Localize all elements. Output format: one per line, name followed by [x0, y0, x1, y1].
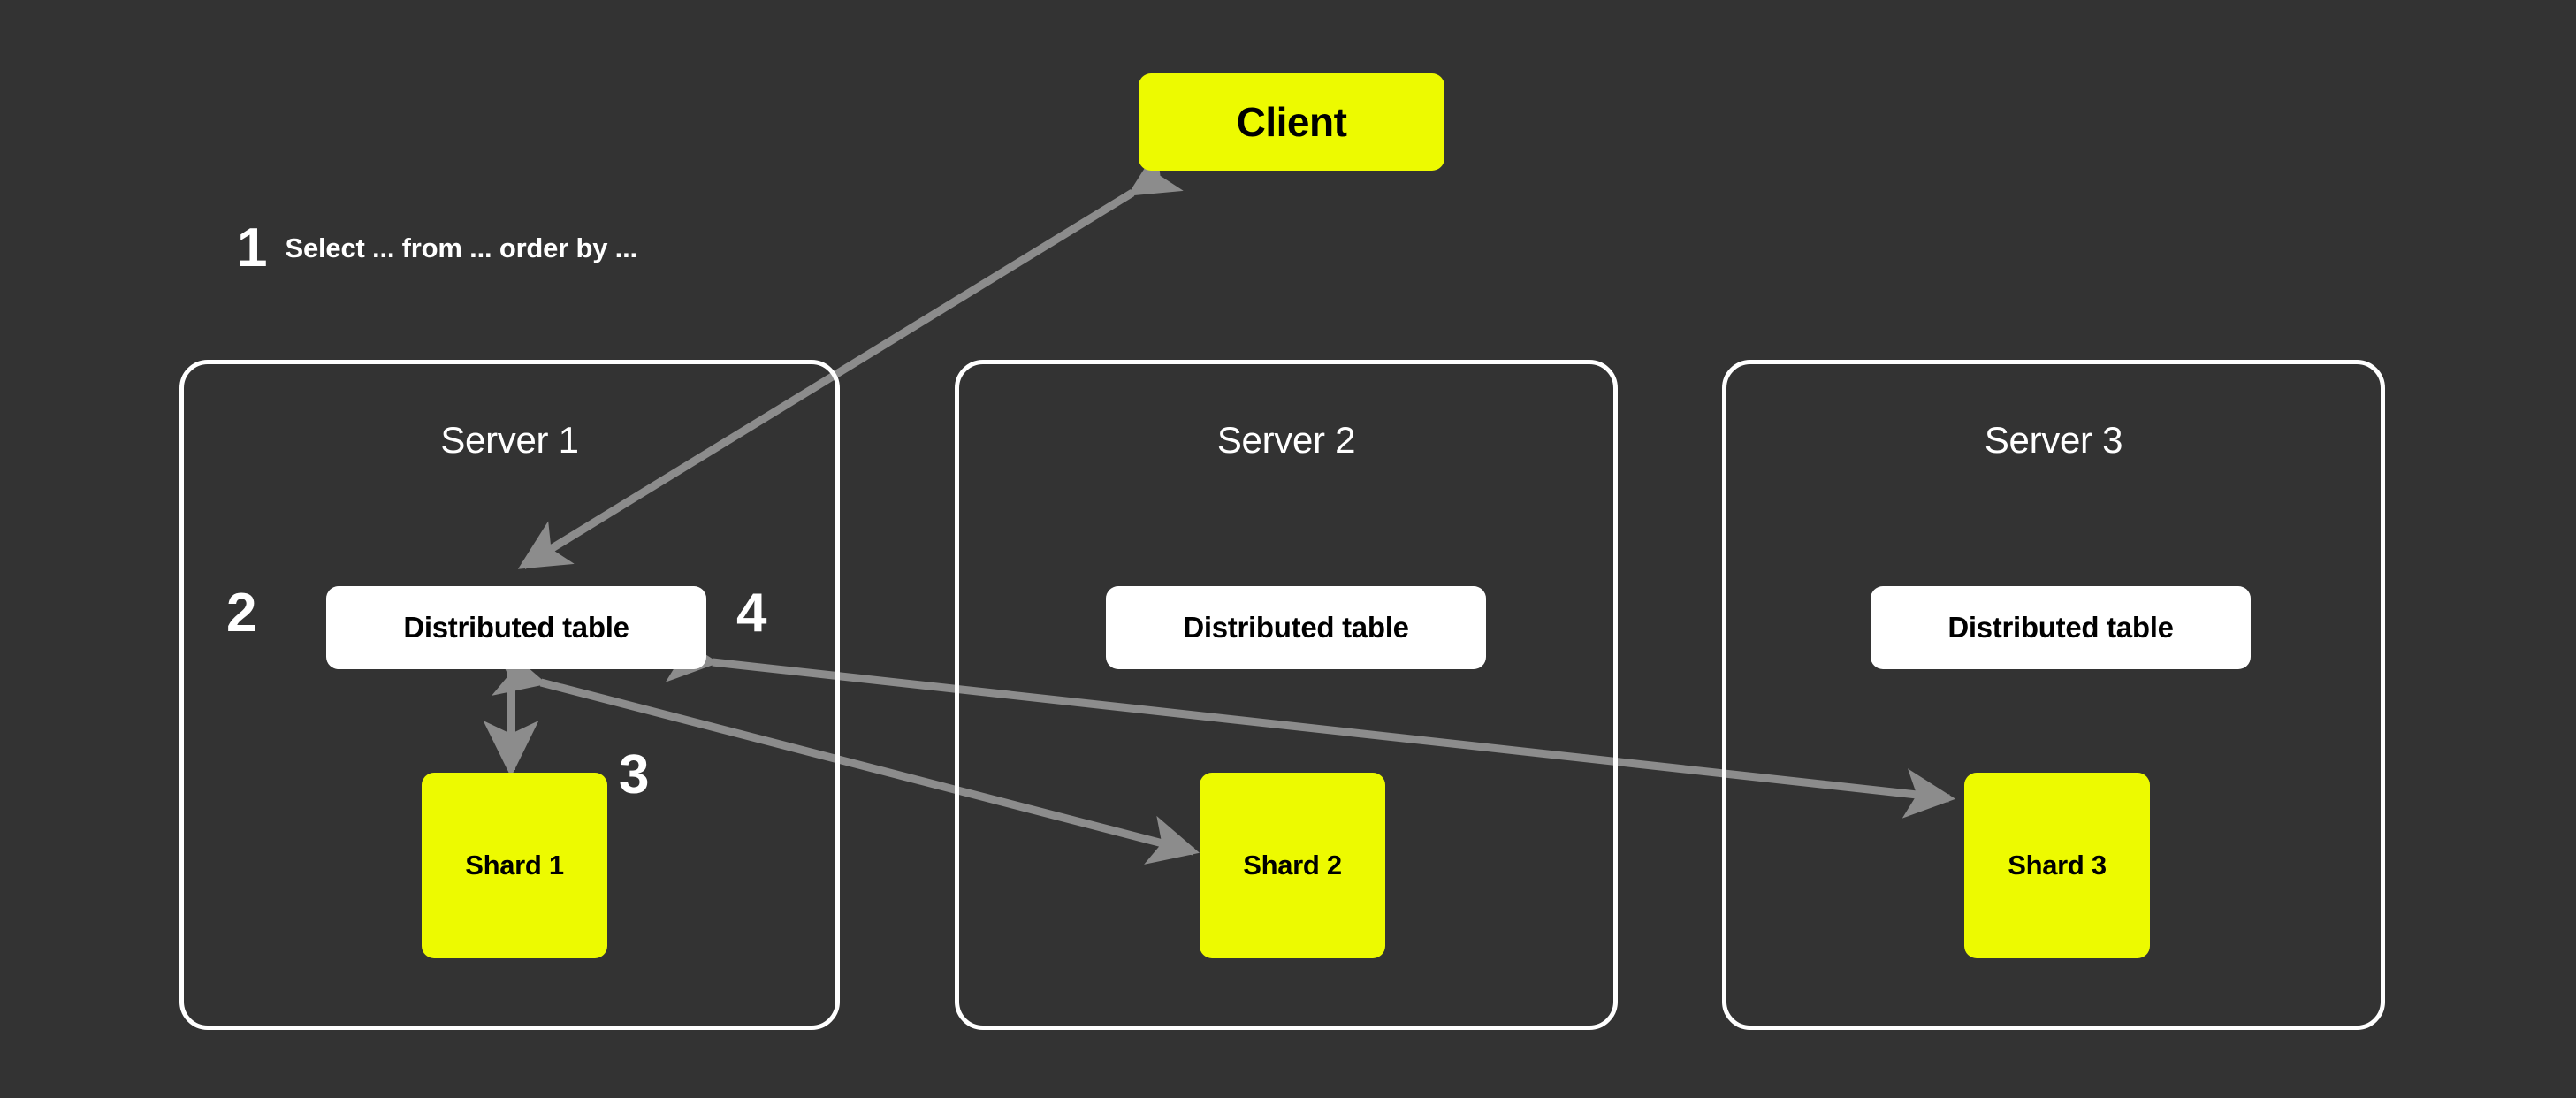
server-panel-3[interactable]: Server 3 Distributed table Shard 3: [1722, 360, 2385, 1030]
server-panel-1[interactable]: Server 1 Distributed table Shard 1: [179, 360, 840, 1030]
distributed-table-2-label: Distributed table: [1183, 611, 1409, 644]
distributed-table-1-label: Distributed table: [403, 611, 629, 644]
shard-2-node[interactable]: Shard 2: [1200, 773, 1385, 958]
shard-3-label: Shard 3: [2008, 850, 2107, 881]
shard-3-node[interactable]: Shard 3: [1964, 773, 2150, 958]
shard-1-node[interactable]: Shard 1: [422, 773, 607, 958]
client-label: Client: [1236, 99, 1347, 145]
shard-2-label: Shard 2: [1243, 850, 1342, 881]
server-2-title: Server 2: [1216, 419, 1356, 461]
step-number-3: 3: [619, 744, 650, 805]
step-1-caption: 1 Select ... from ... order by ...: [237, 221, 637, 276]
server-3-title: Server 3: [1984, 419, 2123, 461]
distributed-table-1[interactable]: Distributed table: [326, 586, 706, 669]
shard-1-label: Shard 1: [465, 850, 564, 881]
distributed-table-2[interactable]: Distributed table: [1106, 586, 1486, 669]
server-1-title: Server 1: [440, 419, 579, 461]
step-number-1: 1: [237, 217, 268, 278]
step-number-2: 2: [226, 583, 257, 644]
server-panel-2[interactable]: Server 2 Distributed table Shard 2: [955, 360, 1618, 1030]
distributed-table-3[interactable]: Distributed table: [1871, 586, 2251, 669]
sql-query-text: Select ... from ... order by ...: [285, 233, 637, 263]
client-node[interactable]: Client: [1139, 73, 1444, 171]
distributed-table-3-label: Distributed table: [1947, 611, 2174, 644]
step-number-4: 4: [736, 583, 767, 644]
